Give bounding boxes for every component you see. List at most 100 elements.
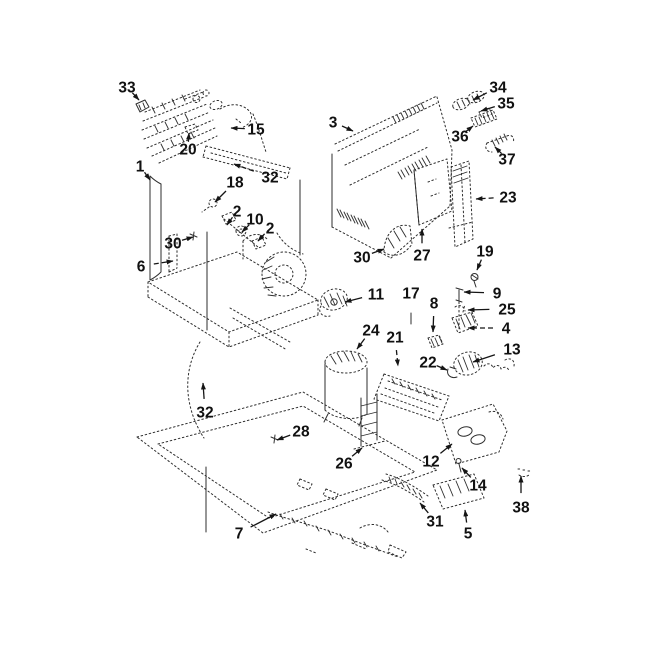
mount-26 (360, 393, 378, 447)
leader-arrow-6 (153, 259, 174, 265)
condenser-slab-hatch (391, 378, 436, 400)
grille-louvers-lower (336, 208, 370, 230)
motor-13 (453, 351, 515, 376)
leader-arrow-35 (480, 105, 495, 112)
callout-32: 32 (196, 405, 213, 422)
blower-wheel-hatch (261, 256, 277, 297)
callout-14: 14 (469, 478, 487, 495)
drain-harness (267, 511, 399, 558)
blower-wheel (242, 234, 307, 297)
grille-louvers-mid (397, 155, 431, 180)
callout-35: 35 (497, 96, 515, 113)
leader-arrow-10 (241, 224, 250, 233)
leader-arrow-31 (419, 502, 429, 514)
leader-arrow-26 (351, 447, 363, 457)
leader-arrow-30 (371, 248, 385, 255)
callout-36: 36 (451, 129, 469, 146)
compressor-hatch (330, 351, 363, 365)
callout-27: 27 (413, 248, 430, 265)
drain-harness-ticks (279, 513, 380, 552)
valve-4-hatch (455, 312, 476, 330)
callout-20: 20 (179, 142, 196, 159)
callout-38: 38 (512, 500, 530, 517)
grille-top-edge (334, 95, 438, 152)
mount-26-rungs (360, 401, 378, 437)
leader-arrow-30 (181, 236, 194, 242)
leader-arrow-19 (476, 259, 482, 271)
leader-arrow-25 (467, 307, 490, 313)
leader-arrow-32 (200, 382, 206, 399)
leader-arrow-8 (430, 315, 436, 333)
callout-22: 22 (419, 355, 436, 372)
screw-30-left (189, 231, 198, 241)
leader-arrow-34 (472, 92, 488, 101)
screw-28 (270, 434, 279, 444)
callout-1: 1 (136, 159, 145, 176)
callout-26: 26 (335, 456, 353, 473)
bolt-9 (455, 287, 464, 303)
leader-arrow-24 (356, 338, 366, 350)
valve-4 (451, 303, 479, 334)
leader-arrow-18 (214, 190, 227, 203)
leader-arrow-11 (344, 296, 363, 303)
plate-5 (432, 473, 485, 510)
callout-4: 4 (502, 321, 511, 338)
callout-10: 10 (246, 212, 263, 229)
leader-arrow-28 (276, 434, 291, 441)
control-knobs (184, 89, 223, 110)
part-36-hatch (474, 111, 495, 126)
chassis-skirt (229, 232, 304, 351)
callout-34: 34 (489, 80, 507, 97)
callout-8: 8 (430, 296, 439, 313)
screw-14 (455, 458, 462, 473)
screw-19 (470, 273, 479, 288)
part-37 (485, 135, 515, 153)
leader-arrow-14 (461, 467, 472, 478)
callout-2: 2 (266, 221, 275, 238)
tube-31-hatch (388, 476, 423, 499)
evaporator-louver-ticks (151, 94, 195, 151)
part-33-connector (135, 99, 150, 113)
leader-arrow-5 (463, 509, 469, 523)
callout-15: 15 (247, 122, 265, 139)
leader-arrows (131, 92, 524, 528)
callout-3: 3 (329, 115, 338, 132)
compressor-edges (323, 363, 368, 427)
part-20-bracket (184, 123, 199, 135)
callout-9: 9 (493, 286, 502, 303)
callout-23: 23 (499, 190, 517, 207)
callout-11: 11 (368, 287, 385, 304)
callout-32: 32 (261, 170, 278, 187)
base-pan (136, 391, 438, 534)
callout-5: 5 (464, 526, 473, 543)
bracket-12-slots (457, 426, 486, 445)
panel-27 (413, 158, 453, 226)
plate-5-hatch (439, 478, 470, 499)
callout-24: 24 (362, 323, 380, 340)
leader-arrow-36 (465, 125, 474, 133)
callout-30: 30 (353, 250, 370, 267)
tube-31 (381, 473, 429, 503)
part-36 (470, 109, 498, 128)
panel-27-edge (413, 169, 420, 226)
leader-arrow-23 (475, 196, 494, 202)
motor-13-hatch (457, 354, 480, 373)
condenser-slab (373, 373, 450, 422)
part-8-hatch (430, 335, 443, 347)
shroud-30-right (383, 224, 413, 256)
callout-33: 33 (118, 80, 136, 97)
leader-arrow-9 (463, 289, 485, 295)
leader-arrow-12 (439, 443, 453, 454)
leader-arrow-2 (257, 233, 266, 242)
chassis-top (147, 251, 319, 348)
callout-19: 19 (476, 244, 494, 261)
harness-clips (296, 478, 407, 559)
fan-blade-11 (319, 288, 348, 317)
leader-arrow-21 (394, 350, 400, 367)
callout-28: 28 (292, 424, 310, 441)
callout-2: 2 (233, 204, 242, 221)
leader-arrow-1 (143, 171, 151, 181)
leader-arrow-2 (226, 216, 234, 226)
